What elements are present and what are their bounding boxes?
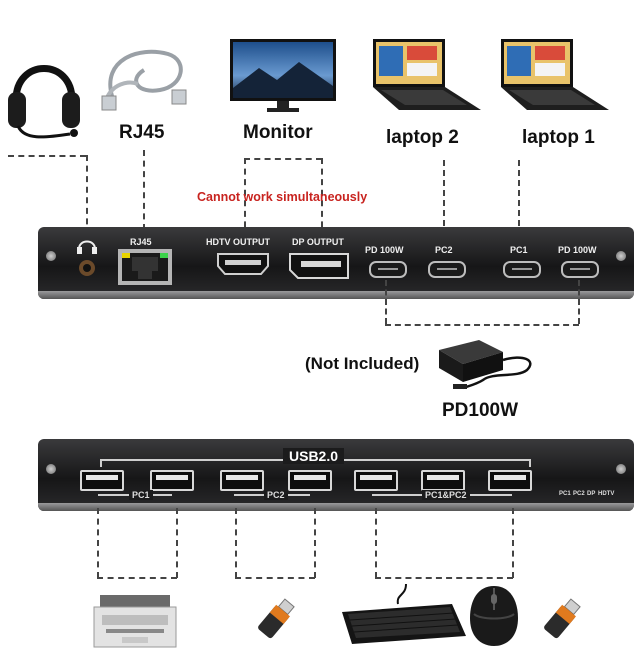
- laptop-icon: [501, 39, 609, 110]
- led-hdtv-label: HDTV: [598, 491, 615, 497]
- laptop1-device-label: laptop 1: [522, 127, 595, 148]
- connector-line: [97, 577, 177, 579]
- laptop2-device-label: laptop 2: [386, 127, 459, 148]
- headphone-port-icon: [77, 240, 97, 276]
- connector-line: [375, 577, 513, 579]
- connector-line: [314, 508, 316, 578]
- connector-line: [235, 577, 315, 579]
- power-adapter-icon: [439, 340, 532, 390]
- usb-drive-icon: [544, 598, 581, 639]
- connector-line: [244, 158, 322, 160]
- screw-icon: [46, 464, 56, 474]
- connector-line: [578, 280, 580, 324]
- connector-line: [143, 150, 145, 230]
- connector-line: [518, 160, 520, 236]
- monitor-device-label: Monitor: [243, 122, 313, 143]
- usb2-title: USB2.0: [283, 448, 345, 464]
- mouse-icon: [470, 586, 518, 646]
- connector-line: [375, 508, 377, 578]
- connector-line: [512, 508, 514, 578]
- pd100w-label: PD100W: [442, 400, 519, 421]
- pd-right-label: PD 100W: [558, 245, 597, 255]
- printer-icon: [93, 595, 177, 648]
- warning-text: Cannot work simultaneously: [197, 190, 368, 204]
- usb-c-port-pd-right: [561, 261, 599, 278]
- screw-icon: [616, 251, 626, 261]
- group-pc1pc2-label: PC1&PC2: [422, 490, 470, 500]
- not-included-label: (Not Included): [305, 354, 420, 373]
- pc1-port-label: PC1: [510, 245, 528, 255]
- kvm-front-panel: RJ45 HDTV OUTPUT DP OUTPUT PD 100W PC2 P…: [38, 227, 634, 299]
- headset-icon: [8, 65, 80, 139]
- screw-icon: [616, 464, 626, 474]
- connector-line: [385, 280, 387, 324]
- usb-a-port: [80, 470, 124, 491]
- usb-c-port-pc2: [428, 261, 466, 278]
- hdtv-output-label: HDTV OUTPUT: [206, 237, 270, 247]
- ethernet-cable-icon: [101, 49, 187, 111]
- led-dp-label: DP: [587, 491, 596, 497]
- usb-a-port: [354, 470, 398, 491]
- led-pc2-label: PC2: [573, 491, 585, 497]
- group-pc1-label: PC1: [129, 490, 153, 500]
- connector-line: [244, 158, 246, 238]
- usb-a-port: [488, 470, 532, 491]
- keyboard-icon: [342, 583, 466, 644]
- dp-output-label: DP OUTPUT: [292, 237, 344, 247]
- usb-c-port-pd-left: [369, 261, 407, 278]
- usb-a-port: [220, 470, 264, 491]
- connector-line: [321, 158, 323, 238]
- connector-line: [86, 155, 88, 235]
- rj45-port-label: RJ45: [130, 237, 152, 247]
- connector-line: [176, 508, 178, 578]
- monitor-icon: [230, 39, 336, 112]
- connector-line: [443, 160, 445, 236]
- connector-line: [8, 155, 86, 157]
- usb-a-port: [421, 470, 465, 491]
- connector-line: [235, 508, 237, 578]
- connector-line: [97, 508, 99, 578]
- kvm-rear-panel: USB2.0 PC1 PC2 PC1&PC2 PC1 PC2 DP HDTV: [38, 439, 634, 511]
- pc2-port-label: PC2: [435, 245, 453, 255]
- usb-a-port: [288, 470, 332, 491]
- dp-port-icon: [289, 253, 349, 279]
- usb-drive-icon: [258, 598, 295, 639]
- screw-icon: [46, 251, 56, 261]
- led-pc1-label: PC1: [559, 491, 571, 497]
- laptop-icon: [373, 39, 481, 110]
- usb-c-port-pc1: [503, 261, 541, 278]
- group-pc2-label: PC2: [264, 490, 288, 500]
- rj45-device-label: RJ45: [119, 122, 165, 143]
- pd-left-label: PD 100W: [365, 245, 404, 255]
- usb-a-port: [150, 470, 194, 491]
- hdtv-port-icon: [217, 253, 269, 275]
- rj45-port-icon: [118, 249, 172, 285]
- connector-line: [385, 324, 579, 326]
